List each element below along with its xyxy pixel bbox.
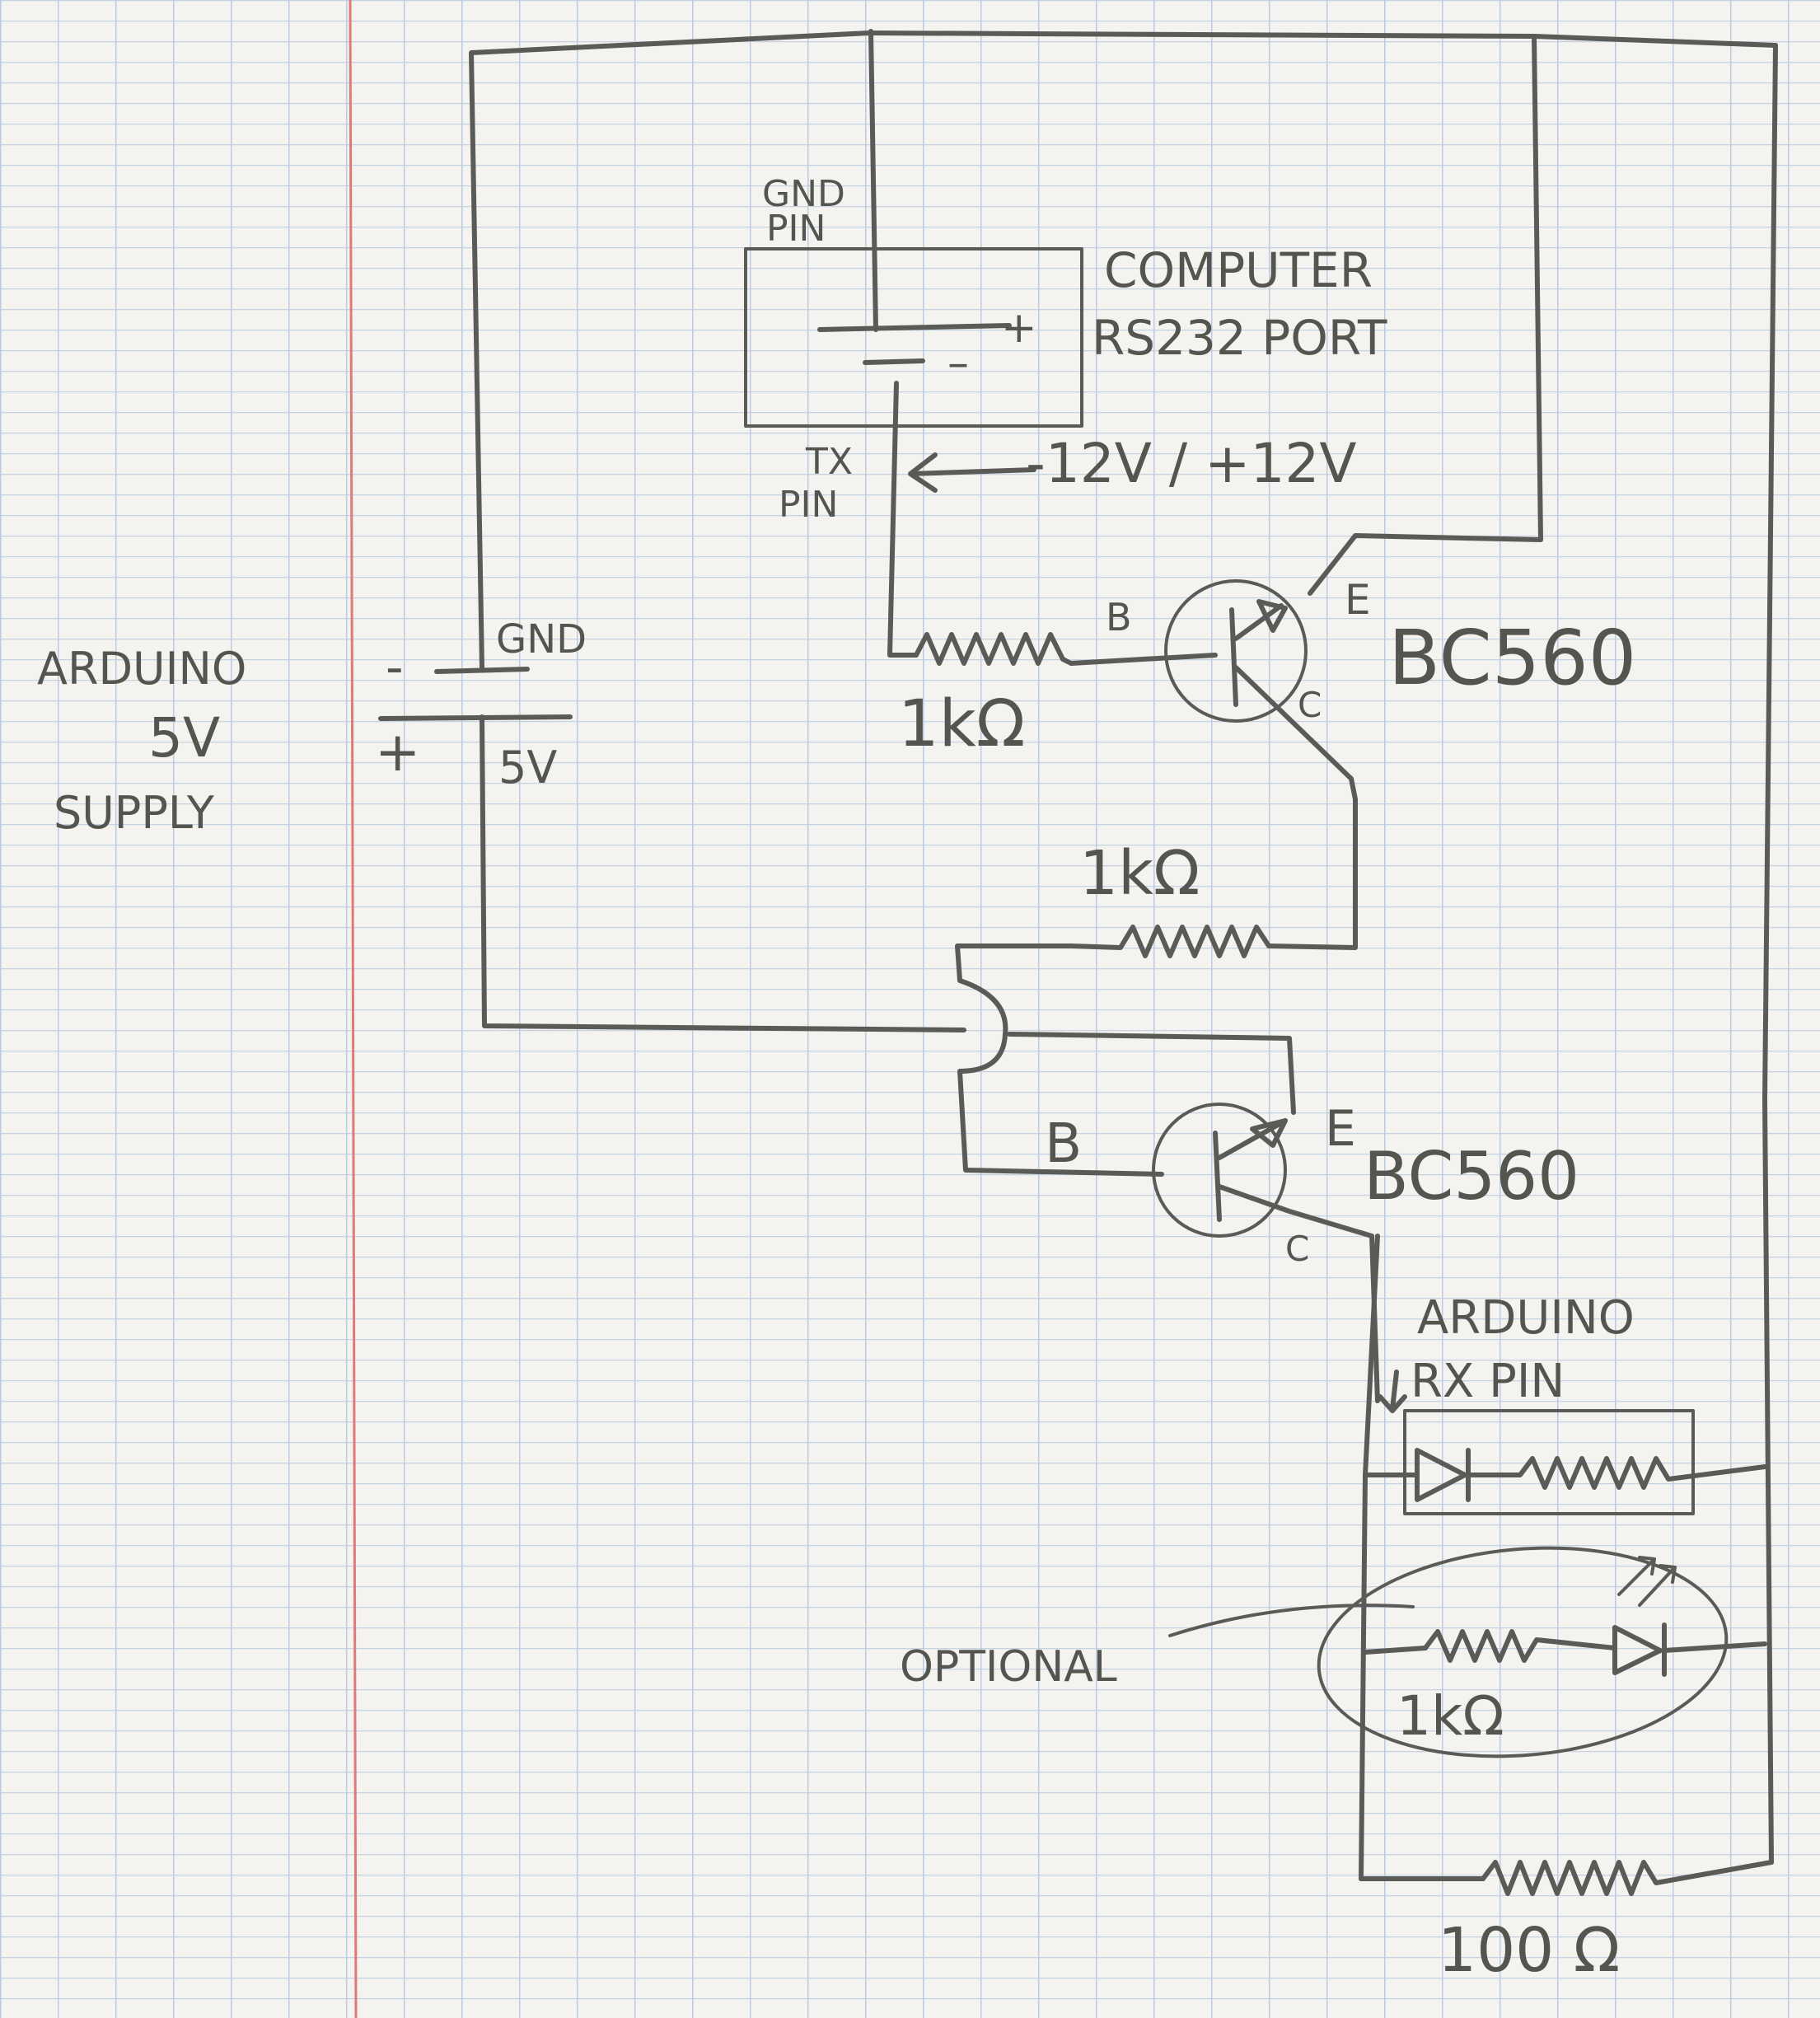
wire-right-rail [1762,43,1778,1865]
r1-value-label: 1kΩ [898,687,1025,761]
wire-optional-branch [1363,1646,1428,1655]
q2-base-bar [1213,1131,1222,1222]
q1-emitter-arrow [1256,599,1288,633]
wire-r1-to-q1-base [1069,653,1218,666]
voltage-label: -12V / +12V [1026,432,1357,495]
wire-5v-to-q2 [1007,1032,1296,1115]
gnd-pin-label-2: PIN [766,208,826,250]
rs232-port-box [744,247,1083,428]
supply-plate-long [378,714,573,721]
optional-label: OPTIONAL [900,1642,1117,1692]
q1-emitter-label: E [1345,576,1371,624]
led-rays [1617,1556,1677,1607]
q1-base-label: B [1106,595,1132,639]
r3-value-label: 1kΩ [1397,1684,1504,1748]
rx-resistor [1466,1456,1767,1490]
wire-tx-down [887,381,919,658]
wire-r2-to-q2-base [955,943,1164,1177]
wire-q1-emitter-up [1308,34,1543,596]
q2-base-label: B [1045,1112,1082,1175]
transistor-q2 [1152,1103,1287,1238]
tx-pin-label-2: PIN [779,484,838,526]
q2-emitter-arrow [1250,1118,1288,1148]
supply-plate-short [434,667,530,674]
arduino-supply-label-1: ARDUINO [37,643,246,695]
tx-pin-label-1: TX [805,441,853,483]
port-minus-sign: – [947,339,969,388]
q1-collector-leg [1233,665,1354,781]
port-plate-plus [817,323,1012,332]
arduino-supply-label-3: SUPPLY [54,787,215,839]
wire-q1-collector-down [1266,776,1358,950]
wire-led-to-rail [1662,1641,1767,1653]
arduino-rx-label-1: ARDUINO [1417,1291,1635,1345]
arduino-rx-box [1403,1409,1695,1515]
r2-value-label: 1kΩ [1079,838,1200,909]
q1-collector-label: C [1298,685,1322,725]
gnd-pin-label-1: GND [762,173,845,215]
q1-emitter-leg [1233,603,1284,641]
rx-arrow [1378,1370,1407,1413]
arduino-rx-label-2: RX PIN [1411,1355,1565,1408]
supply-gnd-label: GND [496,616,587,663]
q2-emitter-label: E [1325,1100,1356,1158]
q1-base-bar [1229,607,1238,707]
resistor-r1 [914,632,1074,666]
resistor-r4 [1481,1860,1774,1896]
supply-minus-sign: - [386,639,404,696]
arduino-supply-label-2: 5V [148,706,220,770]
tx-arrow [908,452,1036,493]
computer-port-label-2: RS232 PORT [1092,310,1387,366]
q2-emitter-leg [1217,1118,1288,1160]
port-plate-minus [863,358,925,365]
supply-5v-label: 5V [498,742,557,794]
q1-part-label: BC560 [1388,614,1636,702]
q2-part-label: BC560 [1364,1138,1579,1215]
transistor-q1 [1164,579,1308,723]
optional-pointer [1168,1604,1415,1637]
resistor-r2 [1069,925,1271,958]
wire-top-left [469,30,872,670]
resistor-r3 [1423,1629,1617,1663]
wire-gnd-pin-down [868,29,878,332]
port-plus-sign: + [1001,303,1037,353]
r4-value-label: 100 Ω [1438,1915,1620,1986]
supply-plus-sign: + [375,720,420,784]
wire-5v-rail [480,714,966,1032]
q2-collector-label: C [1285,1229,1309,1269]
computer-port-label-1: COMPUTER [1104,242,1373,298]
optional-outline [1317,1546,1729,1758]
margin-line [349,0,358,2018]
